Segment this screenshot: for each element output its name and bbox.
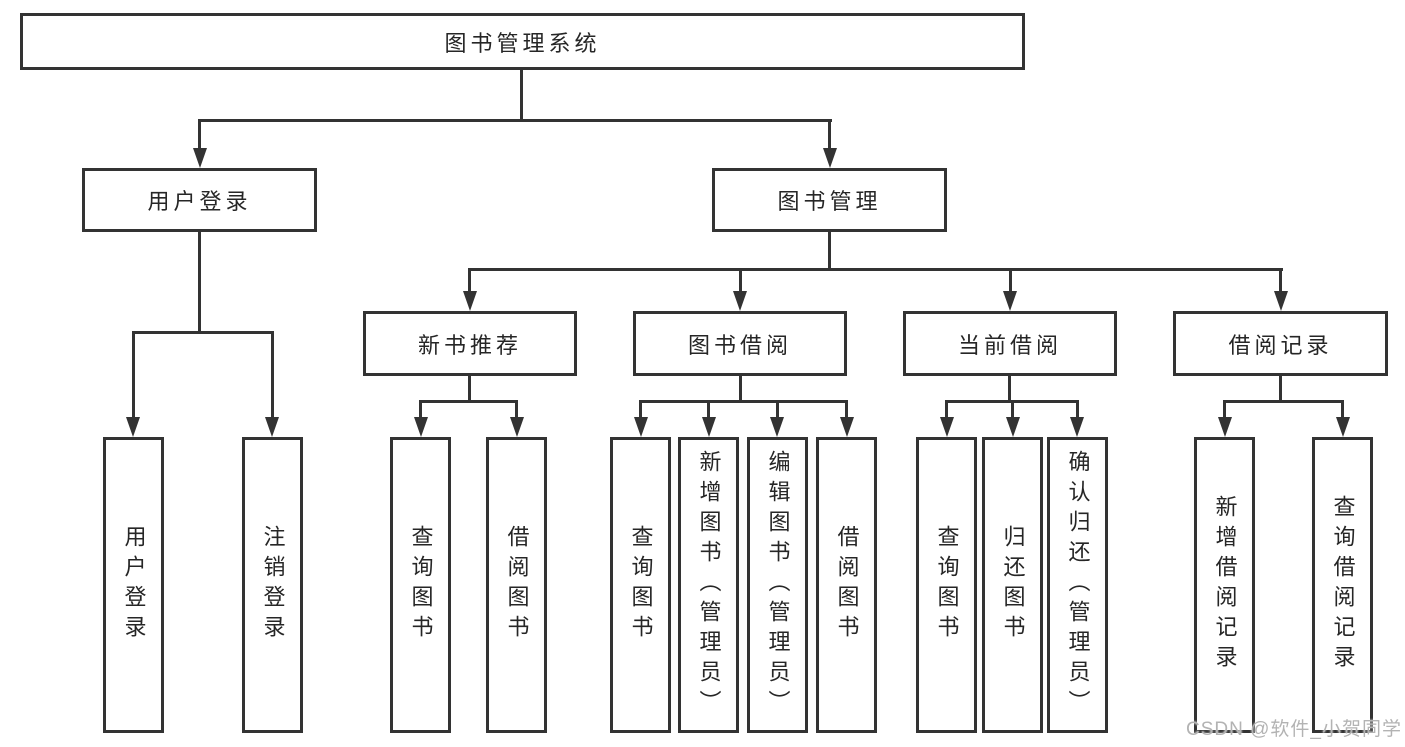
leaf-label: 用户登录 [121, 525, 147, 645]
arrowhead-icon [1070, 417, 1084, 437]
connector-line [1279, 268, 1282, 293]
leaf-borrow-books-borrowing: 借阅图书 [816, 437, 877, 733]
connector-line [198, 119, 832, 122]
leaf-label: 查询图书 [934, 525, 960, 645]
leaf-label: 新增借阅记录 [1212, 495, 1238, 675]
connector-line [1279, 376, 1282, 403]
connector-line [1076, 400, 1079, 418]
connector-line [515, 400, 518, 418]
arrowhead-icon [770, 417, 784, 437]
connector-line [271, 331, 274, 419]
connector-line [198, 119, 201, 150]
connector-line [520, 70, 523, 121]
leaf-label: 查询图书 [408, 525, 434, 645]
leaf-add-borrow-record: 新增借阅记录 [1194, 437, 1255, 733]
node-book-borrowing: 图书借阅 [633, 311, 847, 376]
node-label: 图书借阅 [687, 332, 792, 358]
connector-line [1341, 400, 1344, 418]
leaf-borrow-books-recommend: 借阅图书 [486, 437, 547, 733]
connector-line [845, 400, 848, 418]
connector-line [739, 376, 742, 403]
node-label: 当前借阅 [957, 332, 1062, 358]
leaf-label: 注销登录 [260, 525, 286, 645]
arrowhead-icon [1006, 417, 1020, 437]
node-library-management-system: 图书管理系统 [20, 13, 1025, 70]
arrowhead-icon [1003, 291, 1017, 311]
arrowhead-icon [840, 417, 854, 437]
connector-line [707, 400, 710, 418]
watermark: CSDN @软件_小贺同学 [1186, 719, 1402, 740]
leaf-logout: 注销登录 [242, 437, 303, 733]
arrowhead-icon [265, 417, 279, 437]
arrowhead-icon [1274, 291, 1288, 311]
connector-line [639, 400, 642, 418]
leaf-search-books-borrowing: 查询图书 [610, 437, 671, 733]
node-borrowing-records: 借阅记录 [1173, 311, 1388, 376]
arrowhead-icon [634, 417, 648, 437]
arrowhead-icon [702, 417, 716, 437]
leaf-search-books-recommend: 查询图书 [390, 437, 451, 733]
node-current-borrowing: 当前借阅 [903, 311, 1117, 376]
connector-line [828, 232, 831, 271]
leaf-user-login: 用户登录 [103, 437, 164, 733]
node-label: 用户登录 [147, 189, 252, 214]
connector-line [419, 400, 422, 418]
node-book-management: 图书管理 [712, 168, 947, 232]
leaf-label: 新增图书（管理员） [696, 450, 722, 720]
leaf-label: 借阅图书 [834, 525, 860, 645]
arrowhead-icon [463, 291, 477, 311]
node-label: 图书管理 [777, 189, 882, 214]
connector-line [1008, 376, 1011, 403]
connector-line [419, 400, 518, 403]
connector-line [945, 400, 948, 418]
node-label: 借阅记录 [1228, 332, 1333, 358]
node-new-book-recommendation: 新书推荐 [363, 311, 577, 376]
leaf-confirm-return-admin: 确认归还（管理员） [1047, 437, 1108, 733]
leaf-return-books: 归还图书 [982, 437, 1043, 733]
arrowhead-icon [414, 417, 428, 437]
arrowhead-icon [1336, 417, 1350, 437]
arrowhead-icon [733, 291, 747, 311]
leaf-search-borrow-record: 查询借阅记录 [1312, 437, 1373, 733]
leaf-label: 编辑图书（管理员） [765, 450, 791, 720]
node-label: 新书推荐 [417, 332, 522, 358]
leaf-label: 借阅图书 [504, 525, 530, 645]
connector-line [739, 268, 742, 293]
leaf-label: 确认归还（管理员） [1065, 450, 1091, 720]
arrowhead-icon [193, 148, 207, 168]
leaf-add-book-admin: 新增图书（管理员） [678, 437, 739, 733]
arrowhead-icon [940, 417, 954, 437]
leaf-label: 查询借阅记录 [1330, 495, 1356, 675]
connector-line [198, 232, 201, 334]
leaf-search-books-current: 查询图书 [916, 437, 977, 733]
connector-line [468, 268, 1283, 271]
connector-line [639, 400, 848, 403]
connector-line [1223, 400, 1226, 418]
arrowhead-icon [126, 417, 140, 437]
leaf-label: 归还图书 [1000, 525, 1026, 645]
leaf-edit-book-admin: 编辑图书（管理员） [747, 437, 808, 733]
connector-line [1223, 400, 1344, 403]
leaf-label: 查询图书 [628, 525, 654, 645]
connector-line [468, 376, 471, 403]
connector-line [468, 268, 471, 293]
connector-line [1009, 268, 1012, 293]
connector-line [828, 119, 831, 150]
arrowhead-icon [510, 417, 524, 437]
node-user-login: 用户登录 [82, 168, 317, 232]
node-label: 图书管理系统 [444, 30, 601, 56]
connector-line [132, 331, 135, 419]
connector-line [132, 331, 274, 334]
connector-line [1011, 400, 1014, 418]
arrowhead-icon [1218, 417, 1232, 437]
connector-line [776, 400, 779, 418]
arrowhead-icon [823, 148, 837, 168]
